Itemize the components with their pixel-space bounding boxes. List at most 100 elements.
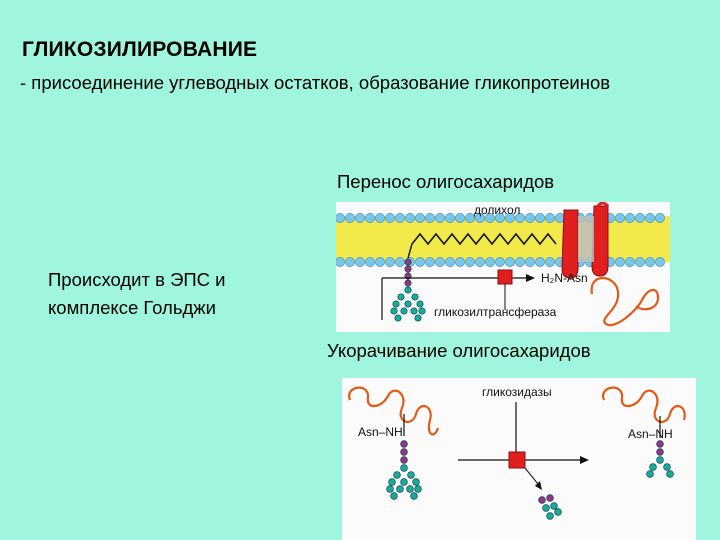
lipid-head	[625, 213, 635, 223]
lipid-head	[395, 213, 405, 223]
sugar-unit	[656, 448, 664, 456]
lipid-head	[645, 257, 655, 267]
sugar-unit	[656, 456, 664, 464]
lipid-head	[425, 213, 435, 223]
lipid-head	[465, 257, 475, 267]
arrow-head	[526, 274, 535, 282]
sugar-unit	[554, 508, 562, 516]
sugar-unit	[546, 512, 554, 520]
lipid-head	[375, 213, 385, 223]
lipid-head	[475, 213, 485, 223]
released-sugars	[538, 494, 562, 520]
lipid-head	[425, 257, 435, 267]
lipid-head	[615, 213, 625, 223]
sugar-unit	[400, 448, 408, 456]
shortening-caption: Укорачивание олигосахаридов	[327, 340, 591, 361]
left-asn-label: Asn–NH	[358, 425, 403, 439]
lipid-head	[365, 213, 375, 223]
right-asn-label: Asn–NH	[628, 427, 673, 441]
sugar-unit	[400, 464, 408, 472]
transfer-diagram: долихол H₂N-Asn гликозилтрансфераза	[336, 202, 670, 332]
lipid-head	[365, 257, 375, 267]
lipid-head	[535, 257, 545, 267]
lipid-head	[535, 213, 545, 223]
sugar-unit	[410, 307, 418, 315]
lipid-head	[355, 213, 365, 223]
sugar-unit	[416, 300, 424, 308]
sugar-unit	[649, 463, 657, 471]
dolichol-chain	[411, 232, 557, 246]
glycosidase-label: гликозидазы	[482, 385, 552, 399]
lipid-head	[505, 257, 515, 267]
sugar-unit	[656, 440, 664, 448]
sugar-unit	[406, 485, 414, 493]
lipid-head	[505, 213, 515, 223]
sugar-unit	[414, 485, 422, 493]
sugar-unit	[396, 485, 404, 493]
lipid-head	[655, 257, 665, 267]
sugar-unit	[414, 314, 422, 322]
lipid-head	[525, 213, 535, 223]
acceptor-label: H₂N-Asn	[541, 271, 588, 285]
lipid-head	[395, 257, 405, 267]
lipid-head	[655, 213, 665, 223]
reaction-arrow-head	[580, 456, 589, 464]
lipid-head	[645, 213, 655, 223]
lipid-head	[515, 257, 525, 267]
sugar-unit	[400, 440, 408, 448]
lipid-head	[345, 257, 355, 267]
lipid-head	[495, 213, 505, 223]
released-arrow-head	[535, 481, 542, 490]
lipid-head	[435, 257, 445, 267]
lipid-head	[545, 257, 555, 267]
transfer-diagram-svg: долихол H₂N-Asn гликозилтрансфераза	[336, 202, 670, 327]
released-arrow	[524, 467, 539, 485]
full-oligosaccharide	[386, 440, 422, 500]
lipid-head	[495, 257, 505, 267]
left-polypeptide-chain	[348, 386, 440, 436]
lipid-head	[435, 213, 445, 223]
shortening-diagram-svg: Asn–NH Asn–NH гликозидазы	[348, 385, 686, 520]
lipid-head	[345, 213, 355, 223]
oligosaccharide-tree	[390, 258, 426, 322]
dolichol-label: долихол	[474, 203, 520, 217]
sugar-unit	[663, 463, 671, 471]
sugar-unit	[410, 492, 418, 500]
right-polypeptide-chain	[602, 386, 686, 424]
lipid-head	[405, 213, 415, 223]
sugar-unit	[390, 492, 398, 500]
sugar-unit	[666, 470, 674, 478]
lipid-head	[336, 213, 345, 223]
trimmed-oligosaccharide	[646, 440, 674, 478]
lipid-head	[525, 257, 535, 267]
sugar-unit	[404, 265, 412, 273]
transfer-caption: Перенос олигосахаридов	[337, 171, 555, 192]
lipid-head	[465, 213, 475, 223]
lipid-head	[635, 257, 645, 267]
sugar-unit	[407, 471, 415, 479]
sugar-unit	[411, 293, 419, 301]
lipid-head	[445, 213, 455, 223]
sugar-unit	[397, 293, 405, 301]
pyrophosphate-link	[407, 243, 413, 259]
sugar-unit	[386, 485, 394, 493]
sugar-unit	[404, 258, 412, 266]
sugar-unit	[412, 478, 420, 486]
glycosidase-square	[508, 451, 526, 469]
lipid-head	[485, 213, 495, 223]
lipid-head	[515, 213, 525, 223]
shortening-diagram: Asn–NH Asn–NH гликозидазы	[342, 378, 696, 540]
lipid-head	[385, 213, 395, 223]
sugar-unit	[404, 300, 412, 308]
sugar-unit	[400, 307, 408, 315]
enzyme-square	[497, 269, 513, 285]
sugar-unit	[538, 496, 546, 504]
slide-title: ГЛИКОЗИЛИРОВАНИЕ	[22, 38, 258, 61]
lipid-head	[545, 213, 555, 223]
location-text: Происходит в ЭПС и комплексе Гольджи	[48, 269, 226, 318]
lipid-head	[455, 213, 465, 223]
slide-subtitle: - присоединение углеводных остатков, обр…	[20, 72, 611, 93]
membrane-bilayer	[336, 213, 670, 267]
sugar-unit	[646, 470, 654, 478]
lipid-head	[375, 257, 385, 267]
